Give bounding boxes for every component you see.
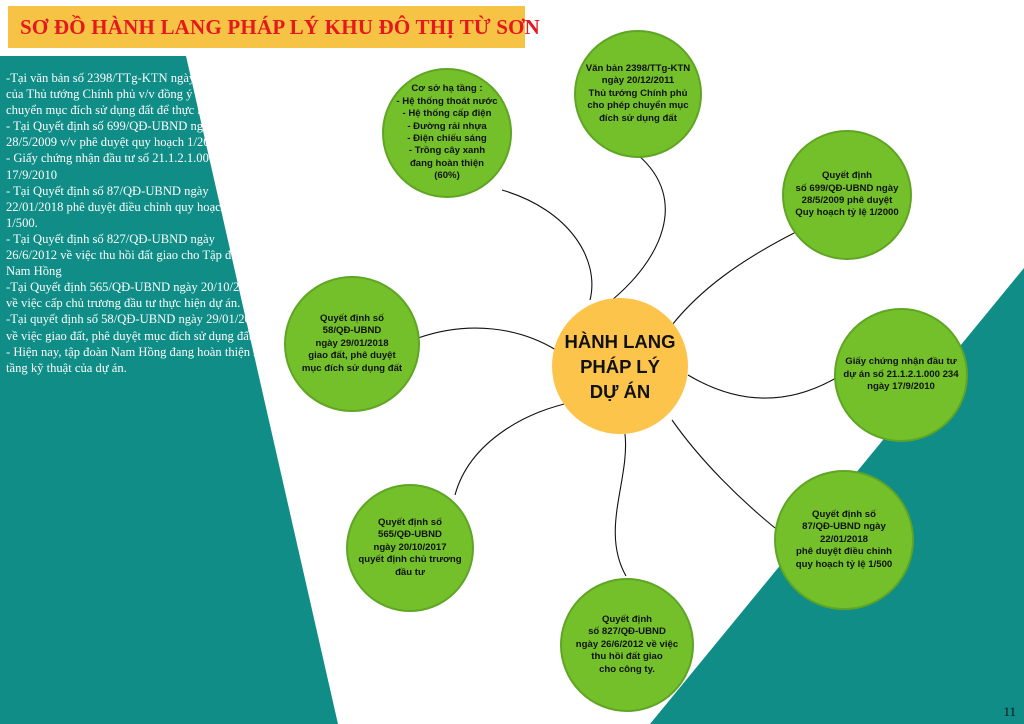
- page-number: 11: [1003, 704, 1016, 719]
- connector-qd58: [417, 327, 557, 351]
- node-qd-699: Quyết định số 699/QĐ-UBND ngày 28/5/2009…: [782, 130, 912, 260]
- node-qd-87-text: Quyết định số 87/QĐ-UBND ngày 22/01/2018…: [795, 508, 893, 570]
- node-qd-87: Quyết định số 87/QĐ-UBND ngày 22/01/2018…: [774, 470, 914, 610]
- node-doc-2398-text: Văn bản 2398/TTg-KTN ngày 20/12/2011 Thủ…: [585, 62, 691, 124]
- legal-note-7: -Tại quyết định số 58/QĐ-UBND ngày 29/01…: [6, 312, 267, 343]
- node-qd-58-text: Quyết định số 58/QĐ-UBND ngày 29/01/2018…: [301, 312, 403, 374]
- node-qd-827: Quyết định số 827/QĐ-UBND ngày 26/6/2012…: [560, 578, 694, 712]
- node-qd-699-text: Quyết định số 699/QĐ-UBND ngày 28/5/2009…: [795, 170, 899, 219]
- node-investment-certificate: Giấy chứng nhận đầu tư dự án số 21.1.2.1…: [834, 308, 968, 442]
- center-node-text: HÀNH LANG PHÁP LÝ DỰ ÁN: [564, 330, 676, 402]
- legal-note-1: -Tại văn bản số 2398/TTg-KTN ngày 20/12/…: [6, 71, 256, 118]
- connector-doc2398: [611, 154, 666, 301]
- legal-note-6: -Tại Quyết định 565/QĐ-UBND ngày 20/10/2…: [6, 280, 259, 311]
- legal-note-3: - Giấy chứng nhận đầu tư số 21.1.2.1.000…: [6, 151, 262, 182]
- connector-qd827: [614, 433, 627, 577]
- legal-note-2: - Tại Quyết định số 699/QĐ-UBND ngày 28/…: [6, 119, 226, 150]
- legal-note-8: - Hiện nay, tập đoàn Nam Hồng đang hoàn …: [6, 344, 266, 375]
- legal-notes: -Tại văn bản số 2398/TTg-KTN ngày 20/12/…: [6, 70, 268, 376]
- node-infrastructure: Cơ sở hạ tầng : - Hệ thống thoát nước - …: [382, 68, 512, 198]
- title-banner: SƠ ĐỒ HÀNH LANG PHÁP LÝ KHU ĐÔ THỊ TỪ SƠ…: [8, 6, 540, 48]
- connector-gcn: [687, 374, 837, 399]
- legal-note-5: - Tại Quyết định số 827/QĐ-UBND ngày 26/…: [6, 231, 250, 279]
- node-qd-565: Quyết định số 565/QĐ-UBND ngày 20/10/201…: [346, 484, 474, 612]
- page-title: SƠ ĐỒ HÀNH LANG PHÁP LÝ KHU ĐÔ THỊ TỪ SƠ…: [20, 14, 541, 39]
- connector-infra: [501, 189, 593, 301]
- node-doc-2398: Văn bản 2398/TTg-KTN ngày 20/12/2011 Thủ…: [574, 30, 702, 158]
- legal-note-4: - Tại Quyết định số 87/QĐ-UBND ngày 22/0…: [6, 183, 265, 230]
- node-qd-827-text: Quyết định số 827/QĐ-UBND ngày 26/6/2012…: [575, 613, 679, 675]
- connector-qd699: [671, 229, 801, 326]
- node-qd-58: Quyết định số 58/QĐ-UBND ngày 29/01/2018…: [284, 276, 420, 412]
- teal-left-panel: [0, 56, 338, 724]
- node-investment-certificate-text: Giấy chứng nhận đầu tư dự án số 21.1.2.1…: [843, 356, 959, 393]
- connector-qd87: [671, 419, 781, 533]
- center-node: HÀNH LANG PHÁP LÝ DỰ ÁN: [552, 298, 688, 434]
- connector-qd565: [454, 401, 575, 496]
- node-infrastructure-text: Cơ sở hạ tầng : - Hệ thống thoát nước - …: [396, 83, 498, 182]
- node-qd-565-text: Quyết định số 565/QĐ-UBND ngày 20/10/201…: [358, 516, 462, 578]
